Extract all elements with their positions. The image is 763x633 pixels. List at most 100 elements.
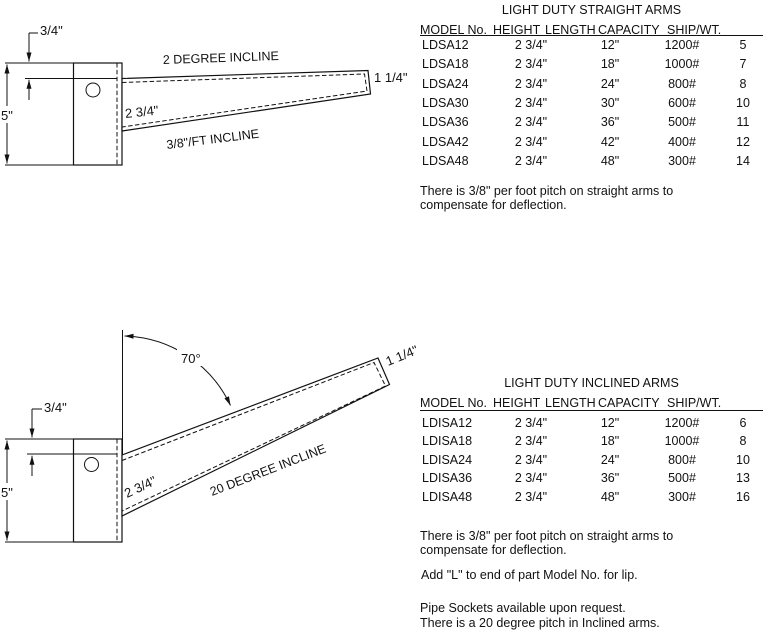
- cell-ship-weight: 5: [739, 38, 747, 52]
- cell-length: 18": [600, 434, 620, 448]
- cell-model: LDSA18: [422, 57, 469, 71]
- cell-height: 2 3/4": [514, 77, 548, 91]
- cell-capacity: 400#: [668, 135, 696, 149]
- base-height-label: 2 3/4": [124, 103, 159, 121]
- cell-length: 12": [600, 416, 620, 430]
- col-header-capacity: CAPACITY: [598, 23, 660, 37]
- cell-capacity: 500#: [668, 471, 696, 485]
- cell-ship-weight: 14: [736, 154, 750, 168]
- cell-length: 42": [600, 135, 620, 149]
- table-row: LDISA24 2 3/4" 24" 800# 10: [420, 453, 763, 468]
- cell-ship-weight: 16: [736, 490, 750, 504]
- cell-height: 2 3/4": [514, 115, 548, 129]
- table-row: LDSA18 2 3/4" 18" 1000# 7: [420, 57, 763, 72]
- cell-model: LDSA30: [422, 96, 469, 110]
- inclined-arms-table: LIGHT DUTY INCLINED ARMS MODEL No. HEIGH…: [420, 376, 763, 508]
- dim-3-4in-label: 3/4": [44, 400, 67, 415]
- cell-capacity: 300#: [668, 154, 696, 168]
- col-header-height: HEIGHT: [493, 23, 541, 37]
- straight-table-title: LIGHT DUTY STRAIGHT ARMS: [501, 3, 682, 17]
- cell-ship-weight: 8: [739, 434, 747, 448]
- table-row: LDSA24 2 3/4" 24" 800# 8: [420, 77, 763, 92]
- incline-bottom-label: 3/8"/FT INCLINE: [166, 127, 260, 152]
- cell-height: 2 3/4": [514, 96, 548, 110]
- cell-model: LDSA36: [422, 115, 469, 129]
- lip-note: Add "L" to end of part Model No. for lip…: [421, 568, 638, 582]
- straight-arm-diagram: 5" 3/4" 2 DEGREE INCLINE 2 3/4" 3/8"/FT …: [0, 23, 408, 166]
- cell-length: 24": [600, 453, 620, 467]
- tip-height-label: 1 1/4": [384, 342, 421, 369]
- cell-capacity: 600#: [668, 96, 696, 110]
- mounting-hole: [84, 457, 99, 472]
- cell-capacity: 500#: [668, 115, 696, 129]
- cell-model: LDSA12: [422, 38, 469, 52]
- upright-bracket: [72, 62, 123, 166]
- cell-ship-weight: 13: [736, 471, 750, 485]
- cell-ship-weight: 11: [736, 115, 750, 129]
- cell-model: LDSA42: [422, 135, 469, 149]
- straight-arm: [121, 69, 372, 132]
- table-row: LDISA18 2 3/4" 18" 1000# 8: [420, 434, 763, 449]
- cell-length: 24": [600, 77, 620, 91]
- cell-capacity: 800#: [668, 453, 696, 467]
- col-header-length: LENGTH: [545, 396, 596, 410]
- table-row: LDSA12 2 3/4" 12" 1200# 5: [420, 38, 763, 53]
- cell-height: 2 3/4": [514, 38, 548, 52]
- cell-height: 2 3/4": [514, 57, 548, 71]
- header-rule: [420, 409, 763, 411]
- label-mask: [0, 106, 14, 123]
- cell-length: 36": [600, 115, 620, 129]
- inclined-table-title: LIGHT DUTY INCLINED ARMS: [504, 376, 679, 390]
- col-header-ship: SHIP/WT.: [667, 396, 722, 410]
- cell-height: 2 3/4": [514, 416, 548, 430]
- cell-model: LDISA48: [422, 490, 473, 504]
- inclined-arm: [121, 357, 391, 517]
- cell-ship-weight: 8: [739, 77, 747, 91]
- inclined-degree-note: There is a 20 degree pitch in Inclined a…: [420, 615, 660, 630]
- straight-arm-hidden-edge: [121, 73, 368, 128]
- col-header-capacity: CAPACITY: [598, 396, 660, 410]
- cell-model: LDSA48: [422, 154, 469, 168]
- col-header-model: MODEL No.: [420, 23, 487, 37]
- mounting-hole: [85, 82, 101, 98]
- cell-height: 2 3/4": [514, 471, 548, 485]
- table-row: LDSA48 2 3/4" 48" 300# 14: [420, 154, 763, 169]
- cell-model: LDISA18: [422, 434, 473, 448]
- header-rule: [420, 34, 763, 36]
- cell-length: 12": [600, 38, 620, 52]
- cell-length: 30": [600, 96, 620, 110]
- cell-capacity: 1000#: [664, 434, 700, 448]
- col-header-length: LENGTH: [545, 23, 596, 37]
- inclined-arm-hidden-edge: [121, 361, 387, 512]
- cell-ship-weight: 6: [739, 416, 747, 430]
- pipe-socket-note: Pipe Sockets available upon request.: [420, 601, 626, 615]
- straight-pitch-note: There is 3/8" per foot pitch on straight…: [420, 183, 674, 213]
- cell-height: 2 3/4": [514, 154, 548, 168]
- upright-bracket: [72, 438, 123, 543]
- table-row: LDSA30 2 3/4" 30" 600# 10: [420, 96, 763, 111]
- tip-height-label: 1 1/4": [374, 70, 408, 85]
- col-header-model: MODEL No.: [420, 396, 487, 410]
- straight-arms-table: LIGHT DUTY STRAIGHT ARMS MODEL No. HEIGH…: [420, 3, 763, 175]
- col-header-height: HEIGHT: [493, 396, 541, 410]
- angle-label: 70°: [181, 351, 201, 366]
- cell-height: 2 3/4": [514, 135, 548, 149]
- cell-length: 36": [600, 471, 620, 485]
- table-row: LDISA36 2 3/4" 36" 500# 13: [420, 471, 763, 486]
- label-mask: [0, 483, 14, 500]
- cell-capacity: 1000#: [664, 57, 700, 71]
- inclined-pitch-note: There is 3/8" per foot pitch on straight…: [420, 528, 674, 558]
- angle-arc-70deg: [124, 333, 231, 406]
- cell-capacity: 300#: [668, 490, 696, 504]
- cell-ship-weight: 10: [736, 96, 750, 110]
- cell-capacity: 800#: [668, 77, 696, 91]
- cell-height: 2 3/4": [514, 453, 548, 467]
- cell-height: 2 3/4": [514, 434, 548, 448]
- cell-length: 18": [600, 57, 620, 71]
- cell-ship-weight: 12: [736, 135, 750, 149]
- col-header-ship: SHIP/WT.: [667, 23, 722, 37]
- dim-5in-label: 5": [1, 108, 13, 123]
- cell-model: LDISA36: [422, 471, 473, 485]
